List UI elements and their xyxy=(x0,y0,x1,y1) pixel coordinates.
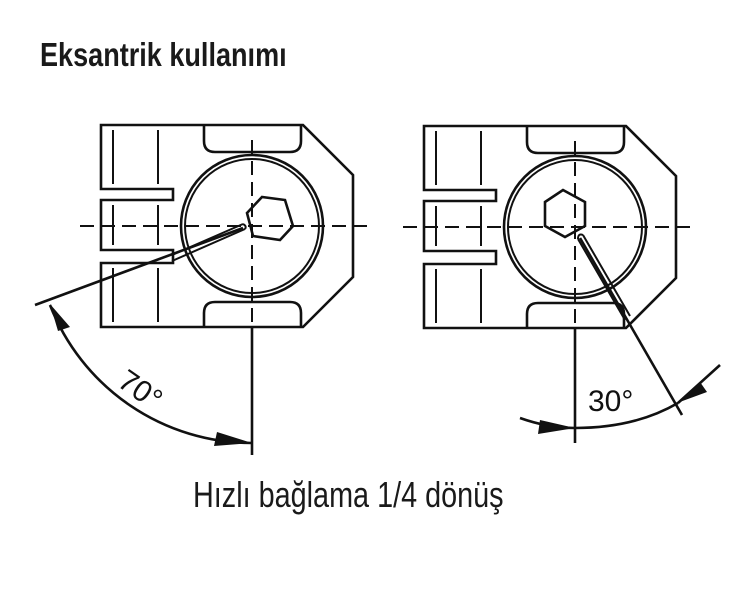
hex-socket-icon xyxy=(245,195,295,242)
hex-socket-icon xyxy=(543,188,587,239)
pin xyxy=(577,233,631,321)
page-title: Eksantrik kullanımı xyxy=(40,36,287,73)
view-eccentric-70: 70° xyxy=(34,123,374,455)
angle-label-70: 70° xyxy=(112,364,168,417)
angle-label-30: 30° xyxy=(588,385,633,418)
view-eccentric-30: 30° xyxy=(401,124,721,443)
caption: Hızlı bağlama 1/4 dönüş xyxy=(193,474,504,515)
